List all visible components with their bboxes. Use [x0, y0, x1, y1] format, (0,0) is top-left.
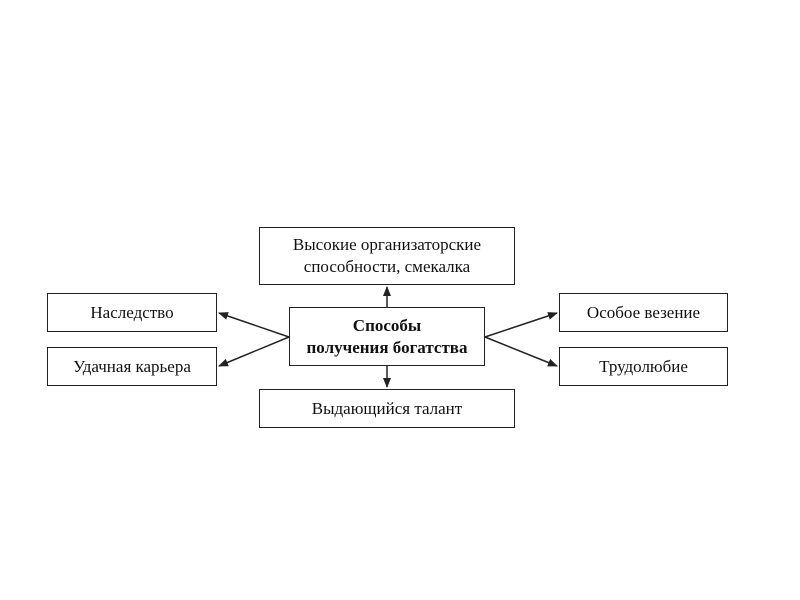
- box-right-2-label: Трудолюбие: [599, 356, 688, 376]
- box-inheritance: Наследство: [47, 293, 217, 332]
- box-right-1-label: Особое везение: [586, 302, 701, 322]
- box-outstanding-talent: Выдающийся талант: [259, 389, 515, 428]
- box-top-line-1: Высокие организаторские: [292, 235, 482, 254]
- box-center-line-2: получения богатства: [306, 337, 468, 357]
- arrow-to-right-2: [484, 336, 558, 367]
- box-special-luck: Особое везение: [559, 293, 728, 332]
- arrow-to-right-1: [484, 312, 558, 338]
- box-top-line-2: способности, смекалка: [303, 257, 471, 276]
- box-organizational-abilities: Высокие организаторские способности, сме…: [259, 227, 515, 285]
- box-successful-career: Удачная карьера: [47, 347, 217, 386]
- box-center-line-1: Способы: [352, 315, 422, 335]
- arrow-to-left-2: [218, 336, 290, 367]
- box-hard-work: Трудолюбие: [559, 347, 728, 386]
- box-left-1-label: Наследство: [90, 302, 174, 322]
- box-left-2-label: Удачная карьера: [73, 356, 191, 376]
- box-bottom-label: Выдающийся талант: [311, 398, 463, 418]
- box-ways-of-getting-wealth: Способы получения богатства: [289, 307, 485, 366]
- arrow-to-left-1: [218, 312, 290, 338]
